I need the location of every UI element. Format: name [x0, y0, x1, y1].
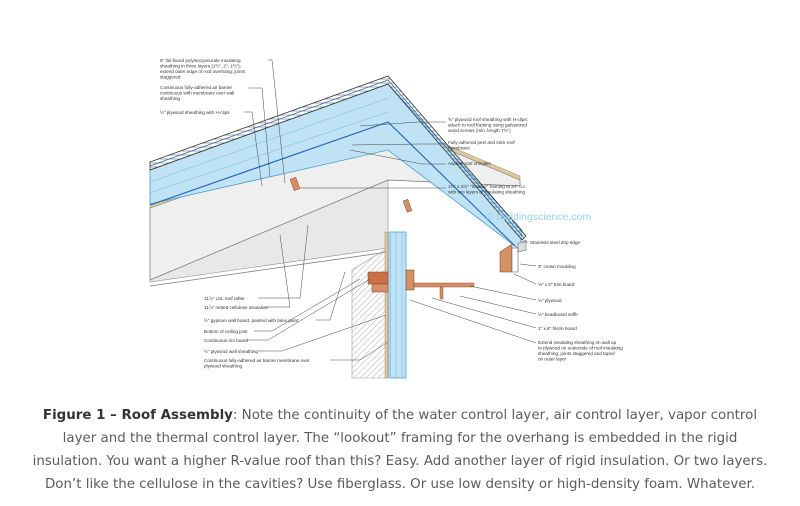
- label-soffit: ½" beadboard soffit: [538, 311, 578, 317]
- rim-board: [367, 271, 389, 285]
- soffit-framing: [413, 282, 475, 288]
- roof-assembly-diagram: 5" foil-faced polyisocyanurate insulatin…: [149, 58, 623, 379]
- label-roof-sheathing: ⅝" plywood roof sheathing with H-clips;a…: [448, 117, 528, 133]
- caption-title: Figure 1 – Roof Assembly: [42, 408, 233, 423]
- caption-text: : Note the continuity of the water contr…: [32, 408, 768, 492]
- lookout-framing: [289, 177, 301, 191]
- label-cellulose: 11⅞" netted cellulose insulation: [204, 305, 269, 310]
- wall-insulation: [389, 231, 407, 379]
- roof-shingles: [149, 75, 527, 241]
- label-crown-moulding: 3" crown moulding: [538, 264, 576, 269]
- label-wall-sheathing: ½" plywood wall sheathing: [204, 348, 258, 354]
- label-trim-board: ⅝" x 8" trim board: [538, 282, 575, 287]
- fascia-trim: [499, 243, 513, 273]
- label-ceiling-joist: Bottom of ceiling joist: [204, 329, 248, 334]
- label-drip-edge: Stainless steel drip edge: [530, 240, 580, 245]
- label-plywood: ½" plywood: [538, 297, 562, 303]
- label-plywood-hclips: ½" plywood sheathing with H-clips: [160, 109, 230, 115]
- watermark: © buildingscience.com: [486, 211, 591, 223]
- label-air-barrier-wall: Continuous fully-adhered air barrier mem…: [204, 358, 310, 369]
- label-gypsum: ½" gypsum wall board, painted with latex…: [204, 317, 299, 323]
- label-rim-board: Continuous rim board: [204, 338, 248, 343]
- wall-section: [351, 247, 389, 379]
- air-barrier: [149, 121, 516, 247]
- figure-caption: Figure 1 – Roof Assembly: Note the conti…: [28, 404, 772, 496]
- label-shingles: Asphalt roof shingles: [448, 161, 491, 166]
- label-polyiso-sheathing: 5" foil-faced polyisocyanurate insulatin…: [160, 58, 246, 80]
- label-lsl-rafter: 11⅞" LSL roof rafter: [204, 296, 245, 301]
- label-lookout: 1½" x 3½" "lookout" framing at 24" o.c.w…: [448, 183, 527, 195]
- label-frieze-board: 1" x 8" frieze board: [538, 326, 577, 331]
